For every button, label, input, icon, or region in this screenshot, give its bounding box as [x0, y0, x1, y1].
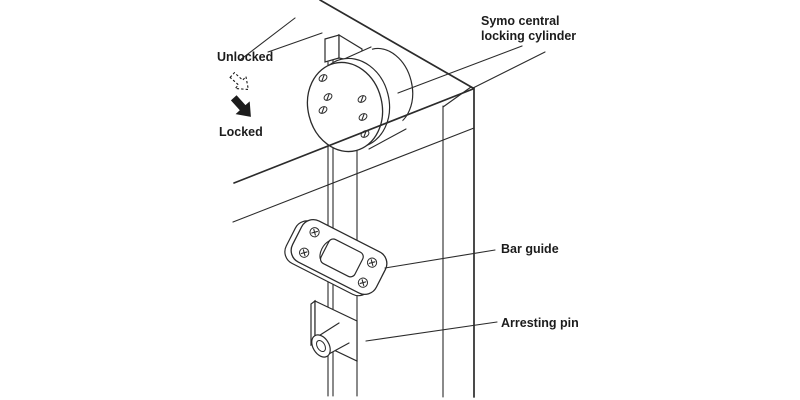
bar-guide-slot — [319, 238, 364, 278]
arresting-pin-label: Arresting pin — [501, 316, 579, 330]
leader-line-arresting-pin — [365, 321, 498, 342]
locked-label: Locked — [219, 125, 263, 139]
locked-arrow-icon — [230, 95, 251, 117]
cylinder-face — [306, 61, 384, 153]
bar-guide-screw — [357, 277, 369, 288]
cylinder-screw — [357, 95, 367, 103]
bracket-edge-lines — [239, 17, 323, 61]
cylinder-label-line1: Symo central — [481, 14, 560, 28]
bar-guide-label: Bar guide — [501, 242, 559, 256]
cylinder-screws — [318, 74, 370, 138]
unlocked-arrow-icon — [229, 71, 250, 91]
central-locking-cylinder — [306, 46, 414, 153]
arresting-pin — [310, 299, 358, 362]
leader-line-bar-guide — [384, 249, 496, 269]
cylinder-screw — [358, 113, 368, 121]
bar-guide-screw — [366, 257, 378, 268]
arresting-pin-tip — [311, 334, 331, 358]
cylinder-screw — [318, 106, 328, 114]
cylinder-label-line2: locking cylinder — [481, 29, 576, 43]
unlocked-label: Unlocked — [217, 50, 273, 64]
bar-guide-screw — [309, 227, 320, 238]
cylinder-screw — [318, 74, 328, 82]
cabinet-panel — [319, 0, 546, 398]
cylinder-screw — [323, 93, 333, 101]
bar-guide-screw — [299, 247, 310, 258]
leader-line-cylinder — [397, 45, 523, 94]
bar-guide-plate — [284, 219, 388, 297]
panel-edge-lines — [232, 88, 475, 223]
bar-guide-screws — [299, 227, 378, 288]
